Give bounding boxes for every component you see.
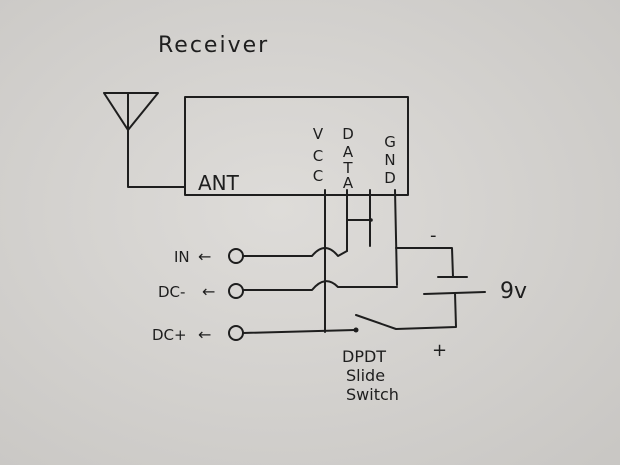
terminal-in: IN ← <box>174 247 244 266</box>
gnd-pin-letter: D <box>384 169 396 187</box>
in-wire <box>242 247 348 257</box>
terminal-dc-minus: DC- ← <box>158 282 244 301</box>
switch-label-line: Slide <box>346 366 385 385</box>
dc-minus-wire <box>242 280 398 291</box>
switch-contact <box>353 327 359 333</box>
wires <box>242 189 457 334</box>
data-pin-letter: T <box>342 159 353 177</box>
switch-label-line: Switch <box>346 385 399 404</box>
ant-label: ANT <box>198 171 240 195</box>
dc-plus-wire <box>242 329 356 334</box>
gnd-pin-letter: G <box>384 133 396 151</box>
gnd-pin-letter: N <box>384 151 395 169</box>
vcc-pin-letter: V <box>313 125 324 143</box>
terminal-dc-plus: DC+ ← <box>152 325 244 344</box>
terminal-circle <box>228 248 244 264</box>
vcc-pin-letter: C <box>313 167 323 185</box>
switch-label-line: DPDT <box>342 347 386 366</box>
battery-icon <box>423 276 486 295</box>
terminal-circle <box>228 325 244 341</box>
battery-minus-sign: - <box>430 225 437 246</box>
junction-dot <box>369 218 373 222</box>
receiver-module <box>184 96 409 196</box>
data-pin-letter: A <box>343 174 354 192</box>
terminal-circle <box>228 283 244 299</box>
switch-wire <box>355 292 457 330</box>
battery-plus-sign: + <box>432 340 447 361</box>
arrow-left-icon: ← <box>198 247 211 266</box>
switch-label: DPDT Slide Switch <box>342 347 399 404</box>
data-pin-letter: A <box>343 143 354 161</box>
arrow-left-icon: ← <box>198 325 211 344</box>
arrow-left-icon: ← <box>202 282 215 301</box>
vcc-pin-letter: C <box>313 147 323 165</box>
gnd-wire <box>394 189 398 286</box>
data-bridge-wire <box>346 189 371 247</box>
diagram-title: Receiver <box>158 33 269 58</box>
terminal-label: DC- <box>158 283 185 301</box>
battery-voltage: 9v <box>500 279 527 304</box>
antenna-icon <box>103 92 186 188</box>
data-pin-letter: D <box>342 125 354 143</box>
terminal-label: IN <box>174 248 190 266</box>
battery-minus-wire <box>395 247 454 278</box>
terminal-label: DC+ <box>152 326 187 344</box>
